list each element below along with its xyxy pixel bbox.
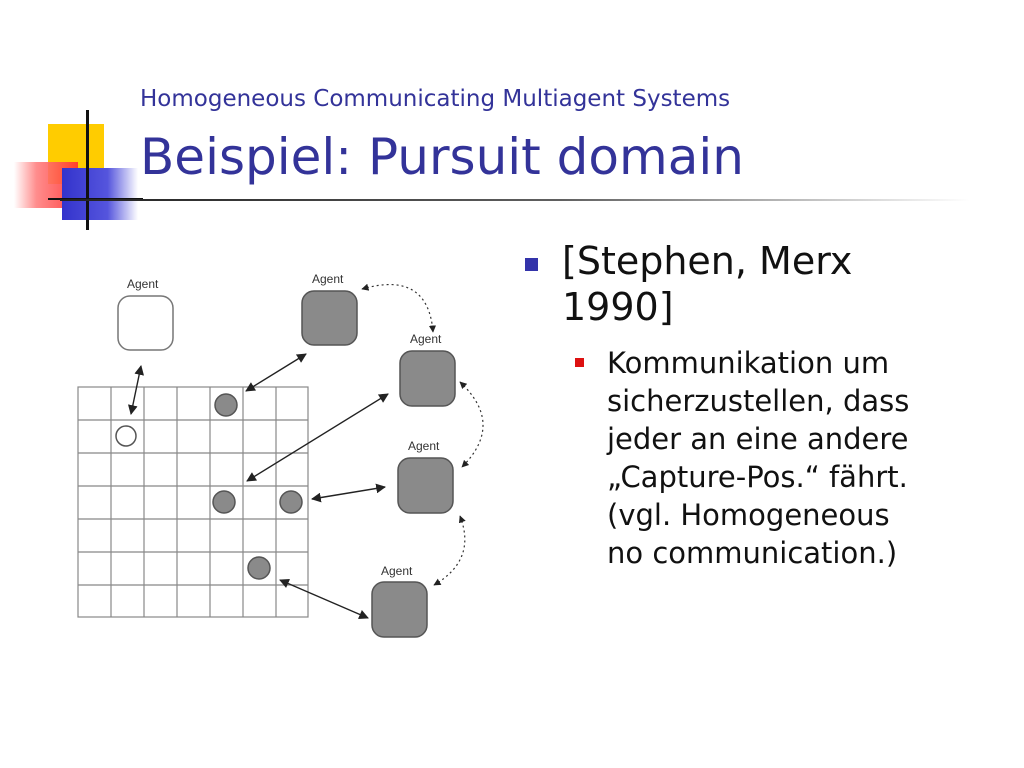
sensing-arrow (128, 365, 144, 415)
slide-title: Beispiel: Pursuit domain (140, 128, 744, 186)
predator-agent-box (301, 290, 358, 346)
bullet-square-icon (575, 358, 584, 367)
sensing-arrow (246, 393, 389, 482)
decorative-logo (14, 110, 143, 230)
sub-bullet-line: sicherzustellen, dass (607, 384, 910, 418)
sensing-arrow (245, 353, 307, 392)
agent-label: Agent (381, 564, 413, 578)
sub-bullet-line: Kommunikation um (607, 346, 890, 380)
agent-label: Agent (127, 277, 159, 291)
sub-bullet-line: jeder an eine andere (607, 422, 909, 456)
agent-label: Agent (312, 272, 344, 286)
predator-agent-box (397, 457, 454, 514)
sub-bullet-line: (vgl. Homogeneous (607, 498, 890, 532)
predator-position (247, 556, 271, 580)
sub-bullet-line: „Capture-Pos.“ fährt. (607, 460, 908, 494)
communication-arrow (433, 515, 466, 586)
bullet-level2: Kommunikation um sicherzustellen, dass j… (566, 344, 992, 572)
slide-subtitle: Homogeneous Communicating Multiagent Sys… (140, 86, 731, 112)
bullet-line: [Stephen, Merx (562, 239, 853, 283)
communication-arrow (361, 283, 437, 333)
predator-position (279, 490, 303, 514)
predator-agent-box (371, 581, 428, 638)
agent-label: Agent (408, 439, 440, 453)
prey-position (115, 425, 137, 447)
bullet-level1: [Stephen, Merx 1990] (522, 238, 992, 330)
agent-label: Agent (410, 332, 442, 346)
sensing-arrow (279, 578, 369, 620)
predator-agent-box (399, 350, 456, 407)
pursuit-grid (77, 386, 309, 618)
predator-position (214, 393, 238, 417)
bullet-list: [Stephen, Merx 1990] Kommunikation um si… (522, 238, 992, 572)
predator-position (212, 490, 236, 514)
title-divider (60, 199, 970, 201)
sub-bullet-line: no communication.) (607, 536, 898, 570)
sensing-arrow (311, 483, 386, 503)
bullet-line: 1990] (562, 285, 674, 329)
pursuit-domain-diagram: Agent Agent Agent Agent Agent (77, 272, 484, 638)
bullet-square-icon (525, 258, 538, 271)
communication-arrow (459, 381, 484, 468)
prey-agent-box (117, 295, 174, 351)
